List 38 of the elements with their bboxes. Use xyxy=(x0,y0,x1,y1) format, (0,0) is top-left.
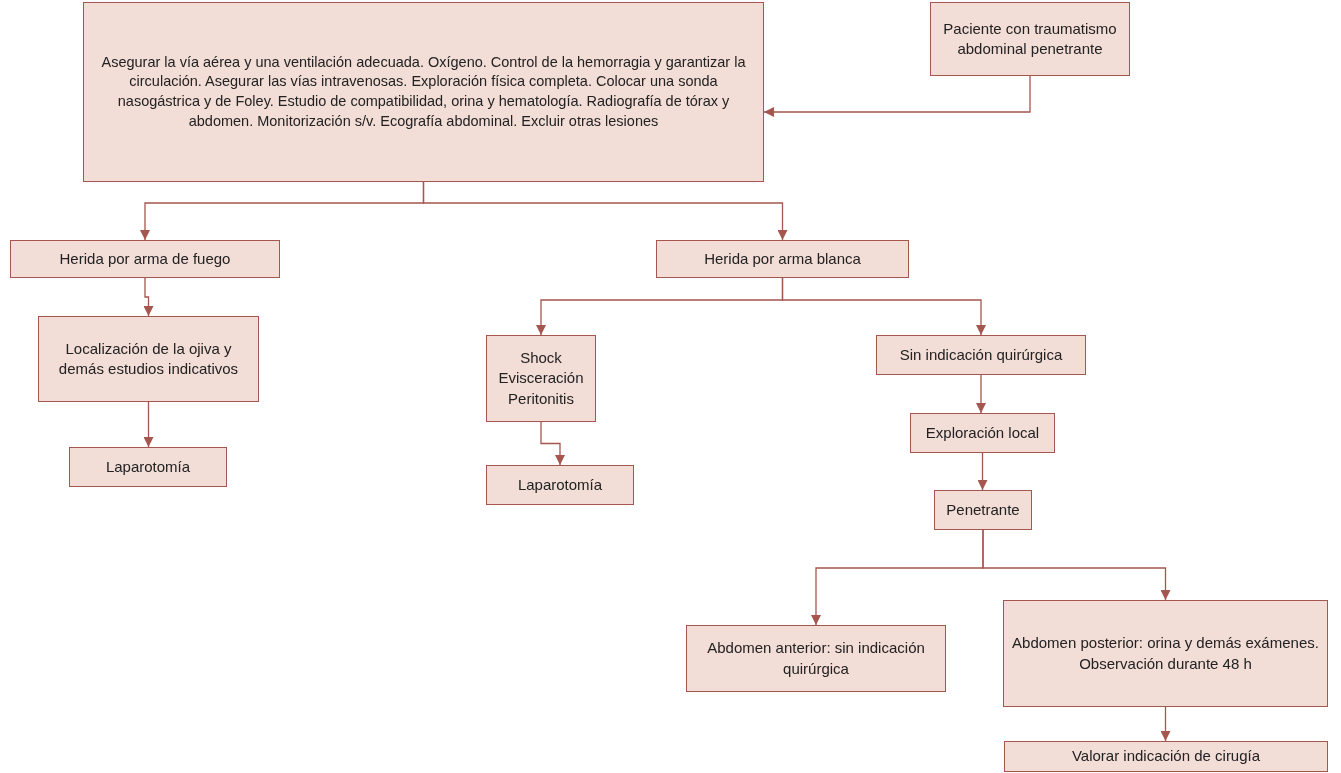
box-text: Sin indicación quirúrgica xyxy=(899,344,1063,365)
box-text: Laparotomía xyxy=(517,474,603,495)
box-text: Abdomen anterior: sin indicación quirúrgica xyxy=(706,638,926,679)
process-box xyxy=(910,413,1055,453)
arrow xyxy=(143,277,154,317)
box-text: Herida por arma de fuego xyxy=(59,248,231,269)
process-box xyxy=(83,2,764,182)
arrow xyxy=(1160,706,1171,742)
process-box xyxy=(1004,741,1328,772)
box-text: Exploración local xyxy=(925,422,1040,443)
box-text: Localización de la ojiva y demás estudios indicativos xyxy=(57,338,240,379)
arrow xyxy=(781,277,986,336)
process-box xyxy=(876,335,1086,375)
box-text: Penetrante xyxy=(946,499,1020,520)
box-text: Asegurar la vía aérea y una ventilación adecuada. Oxígeno. Control de la hemorragia y garantizar la circulación. Asegurar las vías intravenosas. Exploración física completa. Colocar una sonda nasogástrica y de Foley. Estudio de compatibilidad, orina y hematología. Radiografía de tórax y abdomen. Monitorización s/v. Ecografía abdominal. Excluir otras lesiones xyxy=(100,52,747,131)
box-text: Abdomen posterior: orina y demás exámenes. Observación durante 48 h xyxy=(1011,633,1320,674)
arrow xyxy=(540,421,565,466)
arrow xyxy=(422,181,788,241)
box-text: Laparotomía xyxy=(105,456,191,477)
process-box xyxy=(934,490,1032,530)
box-text: Shock Evisceración Peritonitis xyxy=(497,348,585,409)
process-box xyxy=(38,316,259,402)
process-box xyxy=(486,465,634,505)
arrow xyxy=(976,374,986,414)
process-box xyxy=(486,335,596,422)
process-box xyxy=(656,240,909,278)
arrow xyxy=(982,529,1171,601)
process-box xyxy=(930,2,1130,76)
process-box xyxy=(10,240,280,278)
process-box xyxy=(69,447,227,487)
box-text: Herida por arma blanca xyxy=(704,248,861,269)
box-text: Paciente con traumatismo abdominal penetrante xyxy=(942,18,1118,59)
arrow xyxy=(977,452,988,491)
process-box xyxy=(1003,600,1328,707)
arrow xyxy=(143,401,154,448)
box-text: Valorar indicación de cirugía xyxy=(1071,746,1261,767)
arrow xyxy=(763,75,1031,117)
process-box xyxy=(686,625,946,692)
